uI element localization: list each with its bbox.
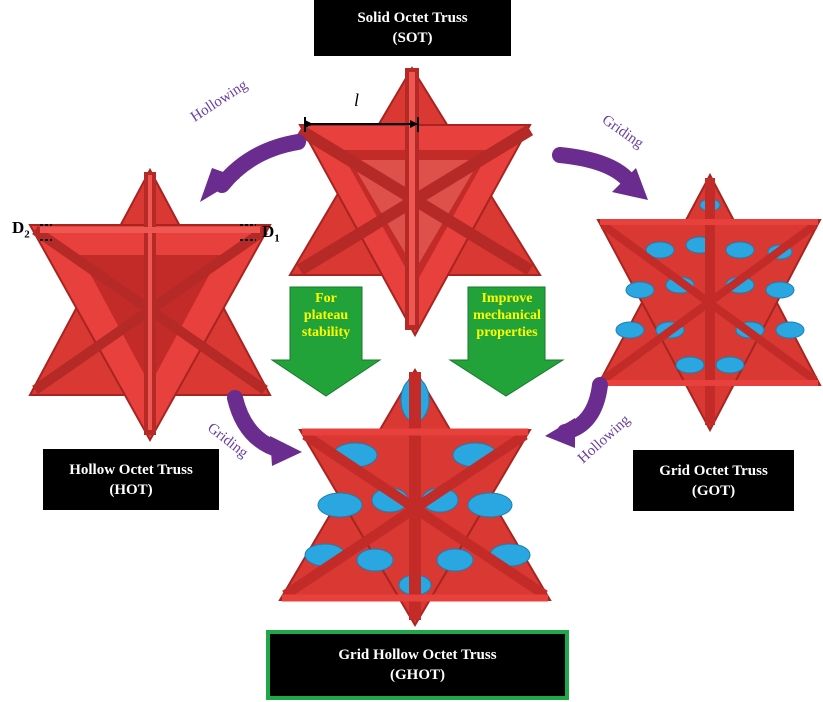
ghot-title: Grid Hollow Octet Truss: [338, 647, 497, 663]
hollowing-arrow-bottom-right: [545, 377, 608, 448]
green-arrow-left: [270, 286, 382, 397]
got-label-box: Grid Octet Truss (GOT): [633, 450, 794, 511]
mechanical-properties-text: Improve mechanical properties: [473, 291, 541, 340]
d1-dimension-marker: [240, 224, 256, 241]
hot-label-box: Hollow Octet Truss (HOT): [43, 449, 219, 510]
ghot-abbrev: (GHOT): [390, 667, 445, 683]
sot-abbrev: (SOT): [392, 30, 433, 46]
d2-label: D2: [12, 218, 30, 241]
hollowing-arrow-top-left: [200, 134, 306, 202]
green-arrow-right: [448, 286, 565, 397]
length-label: l: [354, 90, 360, 110]
sot-structure-image: [288, 66, 542, 338]
griding-arrow-bottom-left: [227, 390, 302, 466]
got-abbrev: (GOT): [691, 482, 736, 499]
plateau-stability-text: For plateau stability: [301, 291, 351, 340]
got-title: Grid Octet Truss: [659, 462, 768, 479]
griding-arrow-top-right: [552, 147, 648, 200]
length-dimension-marker: [304, 117, 419, 132]
ghot-label-box: Grid Hollow Octet Truss (GHOT): [266, 630, 569, 700]
hot-title: Hollow Octet Truss: [69, 461, 193, 478]
ghot-structure-image: [278, 368, 552, 627]
sot-title: Solid Octet Truss: [357, 10, 468, 26]
hot-abbrev: (HOT): [109, 481, 153, 498]
d1-label: D1: [262, 222, 280, 245]
hot-structure-image: [28, 167, 272, 443]
got-structure-image: [596, 172, 822, 433]
sot-label-box: Solid Octet Truss (SOT): [314, 0, 511, 56]
d2-dimension-marker: [40, 224, 52, 241]
